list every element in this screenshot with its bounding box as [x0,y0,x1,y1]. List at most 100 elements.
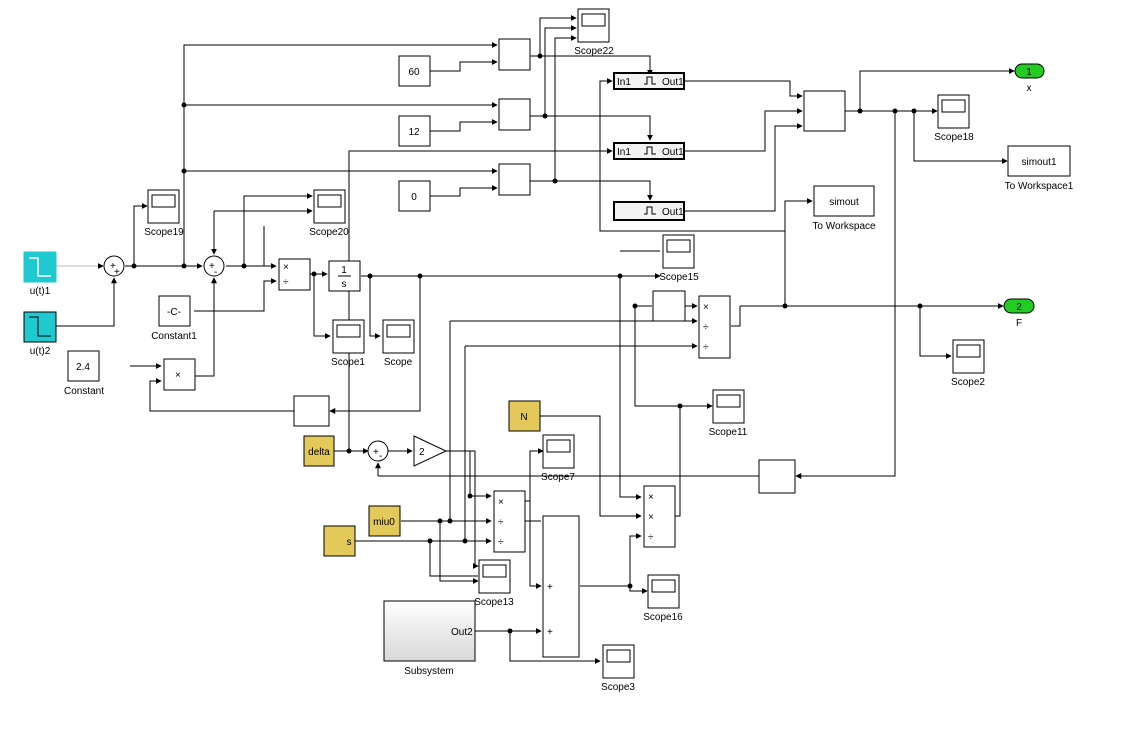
integrator-denominator: s [342,279,347,290]
mux-block-3[interactable] [498,163,531,196]
mux-block-2[interactable] [498,98,531,131]
triggered3-out: Out1 [662,207,684,218]
product4-mult: × [498,497,504,508]
constant-s-value: s [347,537,352,548]
constant-60[interactable]: 60 [398,55,431,87]
scope20[interactable]: Scope20 [309,189,349,238]
scope19-label: Scope19 [144,227,184,238]
scope20-label: Scope20 [309,227,349,238]
scope16-label: Scope16 [643,612,683,623]
outport-x-label: x [1027,83,1032,94]
product-block-2[interactable]: × [163,358,196,391]
outport-f[interactable]: 2 F [1003,298,1035,329]
scope7-label: Scope7 [541,472,575,483]
source-u1[interactable]: u(t)1 [23,251,57,297]
scope22[interactable]: Scope22 [574,8,614,57]
sum1-plus-b: + [114,267,120,278]
outport-x[interactable]: 1 x [1014,63,1045,94]
constant-2-4-value: 2.4 [76,362,90,373]
sum2-minus: - [214,267,217,278]
gain-feedback-block[interactable] [758,459,796,494]
integrator-numerator: 1 [341,265,347,276]
scope13[interactable]: Scope13 [474,559,514,608]
constant-label: Constant [64,386,104,397]
triggered-subsystem-3[interactable]: Out1 [613,201,685,221]
gain-block[interactable]: 2 [413,435,448,467]
scope-label: Scope [384,357,413,368]
sum1-plus-a: + [110,261,116,272]
to-workspace1-label: To Workspace1 [1005,181,1074,192]
product-block-3[interactable]: × ÷ ÷ [698,295,731,359]
scope2-label: Scope2 [951,377,985,388]
to-workspace[interactable]: simout To Workspace [812,185,876,232]
sum-block-3[interactable]: + - [367,440,389,462]
constant-miu0-value: miu0 [373,517,395,528]
constant-0[interactable]: 0 [398,180,431,212]
product4-div-a: ÷ [498,517,504,528]
junction-dots [131,53,923,634]
small-block[interactable] [652,290,686,322]
scope18-label: Scope18 [934,132,974,143]
product5-mult-a: × [648,492,654,503]
product5-mult-b: × [648,512,654,523]
constant-12-value: 12 [408,127,420,138]
feedback-block[interactable] [293,395,330,427]
product-block-5[interactable]: × × ÷ [643,485,676,548]
product3-mult: × [703,302,709,313]
scope7[interactable]: Scope7 [541,434,575,483]
scope15[interactable]: Scope15 [659,234,699,283]
constant-2-4[interactable]: 2.4 Constant [64,350,104,397]
source-u1-label: u(t)1 [30,286,51,297]
outport-x-number: 1 [1026,67,1032,78]
scope22-label: Scope22 [574,46,614,57]
triggered1-in: In1 [617,77,631,88]
sum3-minus: - [379,451,382,462]
scope16[interactable]: Scope16 [643,574,683,623]
triggered-subsystem-1[interactable]: In1 Out1 [613,72,685,90]
sum-block-large[interactable] [542,515,580,658]
mux-block-1[interactable] [498,38,531,71]
constant-s[interactable]: s [323,525,356,557]
sum2-plus-a: + [209,261,215,272]
subsystem-label: Subsystem [404,666,453,677]
scope2[interactable]: Scope2 [951,339,985,388]
constant1[interactable]: -C- Constant1 [151,295,197,342]
product3-div-a: ÷ [703,322,709,333]
integrator-block[interactable]: 1 s [328,260,361,292]
constant-n[interactable]: N [508,400,541,432]
constant-12[interactable]: 12 [398,115,431,147]
triggered1-out: Out1 [662,77,684,88]
source-u2[interactable]: u(t)2 [23,311,57,357]
scope11[interactable]: Scope11 [709,389,748,438]
scope3[interactable]: Scope3 [601,644,635,693]
scope15-label: Scope15 [659,272,699,283]
subsystem-block[interactable]: Out2 Subsystem [383,600,476,677]
constant-miu0[interactable]: miu0 [368,505,401,537]
product-block-4[interactable]: × ÷ ÷ [493,490,526,553]
scope19[interactable]: Scope19 [144,189,184,238]
sum-block-1[interactable]: + + [103,255,125,278]
scope18[interactable]: Scope18 [934,94,974,143]
scope[interactable]: Scope [382,319,415,368]
scope11-label: Scope11 [709,427,748,438]
scope1[interactable]: Scope1 [331,319,365,368]
gain-value: 2 [419,447,425,458]
constant-delta[interactable]: delta [303,435,335,467]
sum-block-2[interactable]: + - [203,255,225,278]
product5-div: ÷ [648,532,654,543]
sum-large-plus-a: + [547,582,553,593]
outport-f-number: 2 [1016,302,1022,313]
scope3-label: Scope3 [601,682,635,693]
constant-0-value: 0 [411,192,417,203]
product3-div-b: ÷ [703,342,709,353]
signal-lines [56,15,1015,664]
product-block-1[interactable]: × ÷ [278,258,311,291]
constant1-label: Constant1 [151,331,197,342]
combine-block[interactable] [803,90,846,132]
to-workspace1[interactable]: simout1 To Workspace1 [1005,145,1074,192]
product2-mult: × [175,370,181,381]
triggered-subsystem-2[interactable]: In1 Out1 [613,142,685,160]
to-workspace1-var: simout1 [1021,157,1056,168]
triggered2-in: In1 [617,147,631,158]
